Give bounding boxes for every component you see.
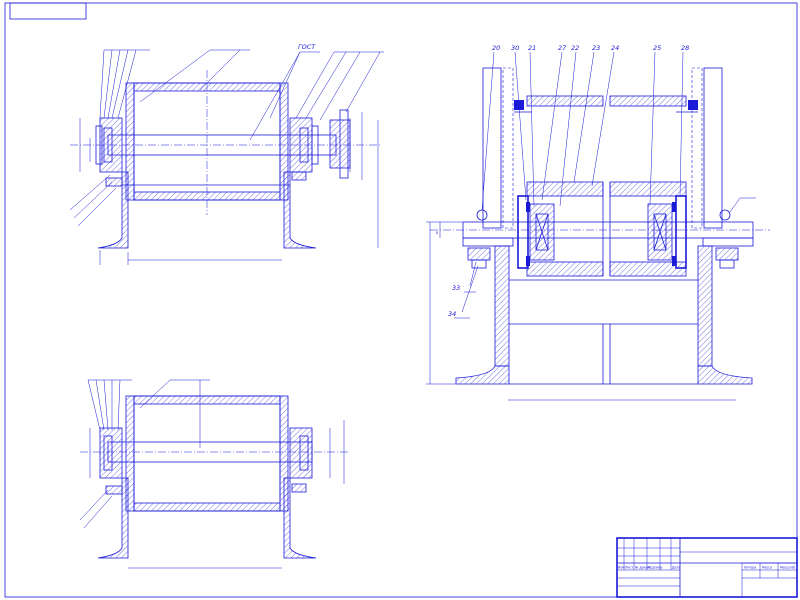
tb-hdr-masshtab: Масштаб	[780, 566, 795, 570]
callout-23: 23	[592, 44, 600, 52]
top-left-stamp	[9, 2, 87, 20]
tb-hdr-massa: Масса	[762, 566, 772, 570]
section-view: 8 20 30 21 27 22 23 24 25 28 33 34	[426, 44, 770, 401]
sheet-frame	[4, 2, 798, 598]
callout-20: 20	[492, 44, 500, 52]
tb-col-doc: № докум.	[635, 566, 651, 570]
dimension-small: 8	[436, 231, 438, 235]
callout-30: 30	[511, 44, 519, 52]
callout-21: 21	[528, 44, 536, 52]
callout-33: 33	[452, 284, 460, 292]
gost-label: ГОСТ	[298, 43, 316, 51]
title-block: Изм Лист № докум. Подпись Дата Литера Ма…	[616, 537, 798, 598]
tb-col-list: Лист	[625, 566, 633, 570]
roller-assembly-view-1: ГОСТ	[69, 43, 384, 265]
tb-col-sign: Подпись	[648, 566, 662, 570]
callout-28: 28	[681, 44, 689, 52]
tb-col-izm: Изм	[618, 566, 625, 570]
callout-22: 22	[571, 44, 579, 52]
callout-25: 25	[653, 44, 661, 52]
callout-27: 27	[558, 44, 567, 52]
tb-hdr-litera: Литера	[744, 566, 756, 570]
callout-24: 24	[611, 44, 619, 52]
roller-assembly-view-2	[79, 379, 350, 569]
callout-34: 34	[448, 310, 456, 318]
tb-col-date: Дата	[672, 566, 680, 570]
